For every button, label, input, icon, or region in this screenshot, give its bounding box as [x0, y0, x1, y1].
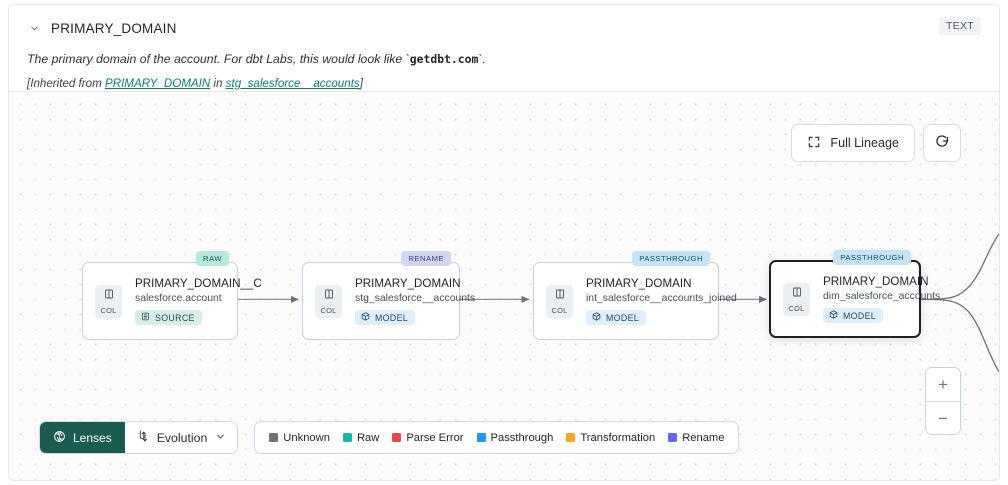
zoom-in-button[interactable]: + — [926, 368, 960, 401]
node-source: int_salesforce__accounts_joined — [586, 293, 737, 304]
page-title: PRIMARY_DOMAIN — [51, 20, 177, 36]
description-text-post: `. — [478, 52, 486, 66]
lineage-toolbar: Full Lineage — [791, 124, 961, 162]
node-source: salesforce.account — [135, 293, 222, 304]
node-kind-badge: MODEL — [355, 310, 416, 325]
column-chip-label: COL — [100, 306, 117, 315]
legend-item: Parse Error — [392, 431, 464, 444]
node-kind-label: MODEL — [843, 310, 877, 321]
node-body: PRIMARY_DOMAIN__C salesforce.account SOU… — [135, 277, 262, 325]
evolution-dropdown[interactable]: Evolution — [124, 422, 238, 453]
description-code: getdbt.com — [409, 52, 479, 66]
node-tag: RENAME — [401, 251, 451, 266]
column-chip: COL — [783, 282, 810, 316]
node-body: PRIMARY_DOMAIN dim_salesforce_accounts M… — [823, 275, 940, 323]
cube-icon — [592, 312, 601, 323]
legend-item: Rename — [668, 432, 724, 444]
node-kind-label: MODEL — [606, 312, 640, 323]
legend-swatch — [668, 433, 678, 442]
lineage-node[interactable]: RENAME COL PRIMARY_DOMAIN stg_salesforce… — [302, 251, 475, 340]
lineage-node-selected[interactable]: PASSTHROUGH COL PRIMARY_DOMAIN dim_sales… — [769, 250, 940, 338]
description-text-pre: The primary domain of the account. For d… — [27, 52, 410, 66]
cube-icon — [829, 310, 838, 321]
column-chip: COL — [546, 284, 573, 318]
lineage-node[interactable]: PASSTHROUGH COL PRIMARY_DOMAIN int_sales… — [533, 251, 737, 340]
inherited-model-link[interactable]: stg_salesforce__accounts — [225, 76, 360, 90]
node-kind-badge: MODEL — [823, 308, 884, 323]
node-name: PRIMARY_DOMAIN__C — [135, 277, 262, 290]
lenses-button[interactable]: Lenses — [40, 422, 125, 453]
expand-icon — [807, 135, 821, 152]
inherited-column-link[interactable]: PRIMARY_DOMAIN — [104, 76, 211, 90]
legend-label: Parse Error — [406, 431, 464, 444]
node-kind-label: SOURCE — [155, 312, 195, 323]
database-icon — [141, 312, 150, 323]
lineage-canvas[interactable]: Full Lineage RAW — [9, 91, 999, 480]
node-kind-badge: SOURCE — [135, 310, 202, 325]
column-icon — [103, 287, 115, 305]
cube-icon — [361, 312, 370, 323]
column-chip: COL — [315, 284, 342, 318]
column-chip-label: COL — [551, 306, 568, 315]
refresh-button[interactable] — [923, 124, 961, 162]
legend-item: Passthrough — [476, 431, 554, 444]
node-tag: PASSTHROUGH — [833, 250, 911, 265]
zoom-controls: + − — [925, 367, 961, 435]
column-icon — [323, 287, 335, 305]
zoom-out-button[interactable]: − — [926, 401, 960, 434]
legend-label: Unknown — [283, 431, 330, 444]
node-name: PRIMARY_DOMAIN — [823, 275, 929, 288]
chevron-down-icon — [215, 431, 226, 445]
full-lineage-label: Full Lineage — [830, 136, 899, 150]
lenses-label: Lenses — [73, 430, 112, 445]
inherited-middle: in — [210, 76, 226, 90]
column-icon — [554, 287, 566, 305]
node-source: dim_salesforce_accounts — [823, 291, 941, 302]
evolution-icon — [136, 429, 149, 446]
legend-item: Transformation — [566, 432, 655, 444]
lineage-node[interactable]: RAW COL PRIMARY_DOMAIN__C salesforce.acc… — [82, 251, 262, 340]
full-lineage-button[interactable]: Full Lineage — [791, 124, 915, 162]
lineage-legend: Unknown Raw Parse Error Passthrough — [254, 421, 740, 454]
node-tag: RAW — [196, 251, 229, 266]
node-source: stg_salesforce__accounts — [355, 293, 476, 304]
chevron-down-icon[interactable] — [27, 21, 41, 35]
legend-swatch — [392, 433, 402, 442]
column-header-row: PRIMARY_DOMAIN — [27, 17, 981, 39]
legend-item: Raw — [342, 431, 380, 444]
column-chip: COL — [95, 284, 122, 318]
legend-label: Transformation — [580, 431, 656, 444]
legend-swatch — [269, 433, 279, 442]
node-body: PRIMARY_DOMAIN stg_salesforce__accounts … — [355, 277, 475, 325]
node-body: PRIMARY_DOMAIN int_salesforce__accounts_… — [586, 277, 737, 325]
node-kind-label: MODEL — [375, 312, 409, 323]
column-type-badge: TEXT — [938, 17, 981, 35]
column-description: The primary domain of the account. For d… — [27, 51, 981, 68]
refresh-icon — [934, 133, 950, 154]
aperture-icon — [53, 430, 66, 446]
column-chip-label: COL — [788, 304, 805, 313]
legend-item: Unknown — [269, 432, 330, 444]
node-name: PRIMARY_DOMAIN — [355, 277, 461, 290]
legend-label: Passthrough — [490, 431, 554, 444]
lineage-bottom-bar: Lenses Evolution — [39, 421, 740, 454]
column-header: PRIMARY_DOMAIN TEXT The primary domain o… — [9, 5, 999, 91]
column-detail-card: PRIMARY_DOMAIN TEXT The primary domain o… — [8, 4, 1000, 481]
inherited-prefix: [Inherited from — [27, 76, 105, 90]
column-icon — [791, 285, 803, 303]
legend-swatch — [566, 433, 576, 442]
legend-swatch — [476, 433, 486, 442]
legend-swatch — [342, 433, 352, 442]
inherited-suffix: ] — [359, 76, 363, 90]
evolution-label: Evolution — [156, 430, 208, 445]
legend-label: Raw — [356, 431, 380, 444]
node-name: PRIMARY_DOMAIN — [586, 277, 692, 290]
node-tag: PASSTHROUGH — [632, 251, 710, 266]
column-chip-label: COL — [320, 306, 337, 315]
legend-label: Rename — [682, 431, 725, 444]
lens-controls-group: Lenses Evolution — [39, 421, 239, 454]
inherited-from-note: [Inherited from PRIMARY_DOMAIN in stg_sa… — [27, 77, 981, 90]
node-kind-badge: MODEL — [586, 310, 647, 325]
